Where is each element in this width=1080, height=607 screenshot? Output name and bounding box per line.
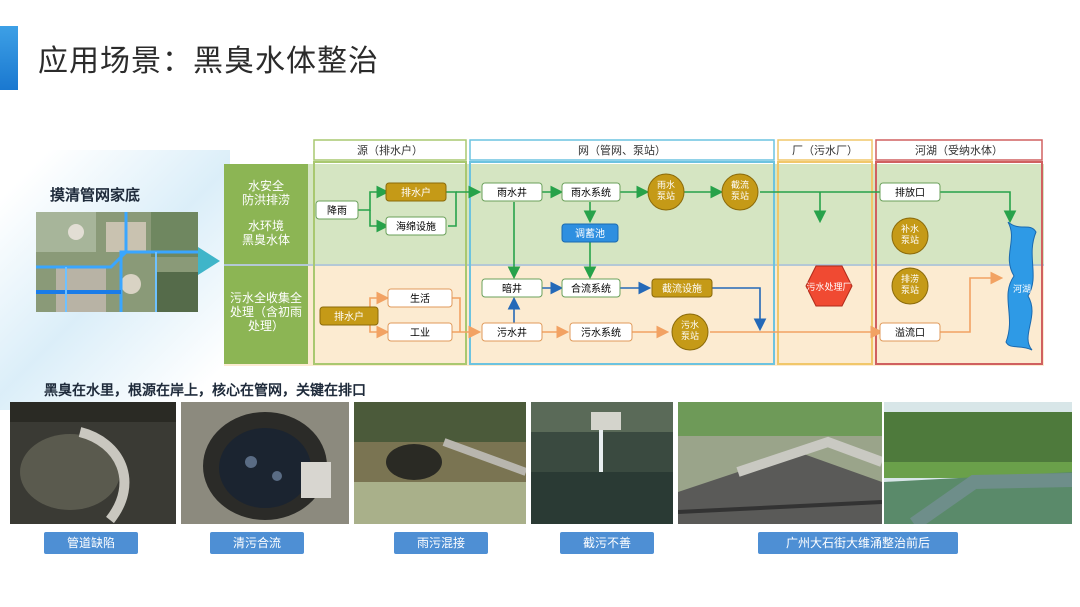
photo-pipe-defect bbox=[10, 402, 176, 524]
bottom-label-1: 污水全收集全 bbox=[230, 290, 302, 305]
slogan: 黑臭在水里，根源在岸上，核心在管网，关键在排口 bbox=[44, 380, 366, 400]
bottom-label-2: 处理（含初雨 bbox=[230, 304, 302, 319]
node-sewer-household-top: 排水户 bbox=[386, 183, 446, 201]
node-drain-pump: 排涝泵站 bbox=[892, 268, 928, 304]
node-sponge: 海绵设施 bbox=[386, 217, 446, 235]
caption-pipe-defect: 管道缺陷 bbox=[44, 532, 138, 554]
node-overflow: 溢流口 bbox=[880, 323, 940, 341]
header-river-label: 河湖（受纳水体） bbox=[915, 143, 1003, 157]
svg-text:合流系统: 合流系统 bbox=[571, 282, 611, 295]
node-flood-pump: 截流泵站 bbox=[722, 174, 758, 210]
svg-text:排水户: 排水户 bbox=[334, 310, 364, 323]
svg-text:补水泵站: 补水泵站 bbox=[901, 223, 919, 246]
node-sewage-pump: 污水泵站 bbox=[672, 314, 708, 350]
svg-text:截流泵站: 截流泵站 bbox=[731, 179, 749, 202]
node-intercept: 截流设施 bbox=[652, 279, 712, 297]
flow-diagram: 水安全 防洪排涝 水环境 黑臭水体 污水全收集全 处理（含初雨 处理） 源（排水… bbox=[220, 136, 1050, 368]
top-label-2: 防洪排涝 bbox=[242, 192, 290, 207]
svg-text:溢流口: 溢流口 bbox=[895, 326, 925, 339]
pipe-network-map-image bbox=[36, 212, 198, 312]
top-label-3: 水环境 bbox=[248, 218, 284, 233]
svg-text:暗井: 暗井 bbox=[502, 282, 522, 295]
node-sewer-household-bottom: 排水户 bbox=[320, 307, 378, 325]
node-combined-system: 合流系统 bbox=[562, 279, 620, 297]
svg-text:排涝泵站: 排涝泵站 bbox=[901, 273, 919, 296]
svg-text:海绵设施: 海绵设施 bbox=[396, 220, 436, 233]
caption-clean-sewage-mix: 清污合流 bbox=[210, 532, 304, 554]
bottom-label-3: 处理） bbox=[248, 319, 284, 333]
svg-text:排放口: 排放口 bbox=[895, 186, 925, 199]
node-storage: 调蓄池 bbox=[562, 224, 618, 242]
node-industry: 工业 bbox=[388, 323, 452, 341]
node-living: 生活 bbox=[388, 289, 452, 307]
top-label-4: 黑臭水体 bbox=[242, 232, 290, 247]
node-sewage-system: 污水系统 bbox=[570, 323, 632, 341]
photo-river-after bbox=[884, 402, 1072, 524]
node-rain-system: 雨水系统 bbox=[562, 183, 620, 201]
caption-river-comparison: 广州大石街大维涌整治前后 bbox=[758, 532, 958, 554]
map-label: 摸清管网家底 bbox=[50, 184, 140, 205]
svg-text:雨水井: 雨水井 bbox=[497, 186, 527, 199]
arrow-right-icon bbox=[198, 247, 220, 275]
node-dark-well: 暗井 bbox=[482, 279, 542, 297]
node-discharge: 排放口 bbox=[880, 183, 940, 201]
svg-text:污水井: 污水井 bbox=[497, 326, 527, 339]
photo-rain-sewage-mix bbox=[354, 402, 526, 524]
svg-text:生活: 生活 bbox=[410, 292, 430, 305]
photo-clean-sewage-mix bbox=[181, 402, 349, 524]
header-source-label: 源（排水户） bbox=[357, 143, 423, 157]
node-rain: 降雨 bbox=[316, 201, 358, 219]
svg-text:降雨: 降雨 bbox=[327, 204, 347, 217]
node-treatment-plant: 污水处理厂 bbox=[806, 266, 852, 306]
top-label-1: 水安全 bbox=[248, 178, 284, 193]
header-plant-label: 厂（污水厂） bbox=[792, 144, 858, 157]
caption-rain-sewage-mix: 雨污混接 bbox=[394, 532, 488, 554]
page-title: 应用场景：黑臭水体整治 bbox=[38, 36, 379, 80]
node-rain-well: 雨水井 bbox=[482, 183, 542, 201]
header-network-label: 网（管网、泵站） bbox=[578, 143, 666, 157]
svg-text:工业: 工业 bbox=[410, 327, 430, 339]
svg-text:截流设施: 截流设施 bbox=[662, 282, 702, 295]
svg-text:污水系统: 污水系统 bbox=[581, 326, 621, 339]
node-sewage-well: 污水井 bbox=[482, 323, 542, 341]
svg-text:河湖: 河湖 bbox=[1013, 283, 1031, 295]
node-supplement-pump: 补水泵站 bbox=[892, 218, 928, 254]
svg-text:排水户: 排水户 bbox=[401, 186, 431, 199]
svg-text:雨水系统: 雨水系统 bbox=[571, 186, 611, 199]
photo-river-before bbox=[678, 402, 882, 524]
caption-poor-interception: 截污不善 bbox=[560, 532, 654, 554]
node-rain-pump: 雨水泵站 bbox=[648, 174, 684, 210]
title-accent-bar bbox=[0, 26, 18, 90]
photo-poor-interception bbox=[531, 402, 673, 524]
svg-text:污水泵站: 污水泵站 bbox=[681, 319, 699, 342]
svg-text:调蓄池: 调蓄池 bbox=[575, 227, 605, 240]
svg-text:雨水泵站: 雨水泵站 bbox=[657, 179, 675, 202]
svg-text:污水处理厂: 污水处理厂 bbox=[806, 281, 851, 293]
